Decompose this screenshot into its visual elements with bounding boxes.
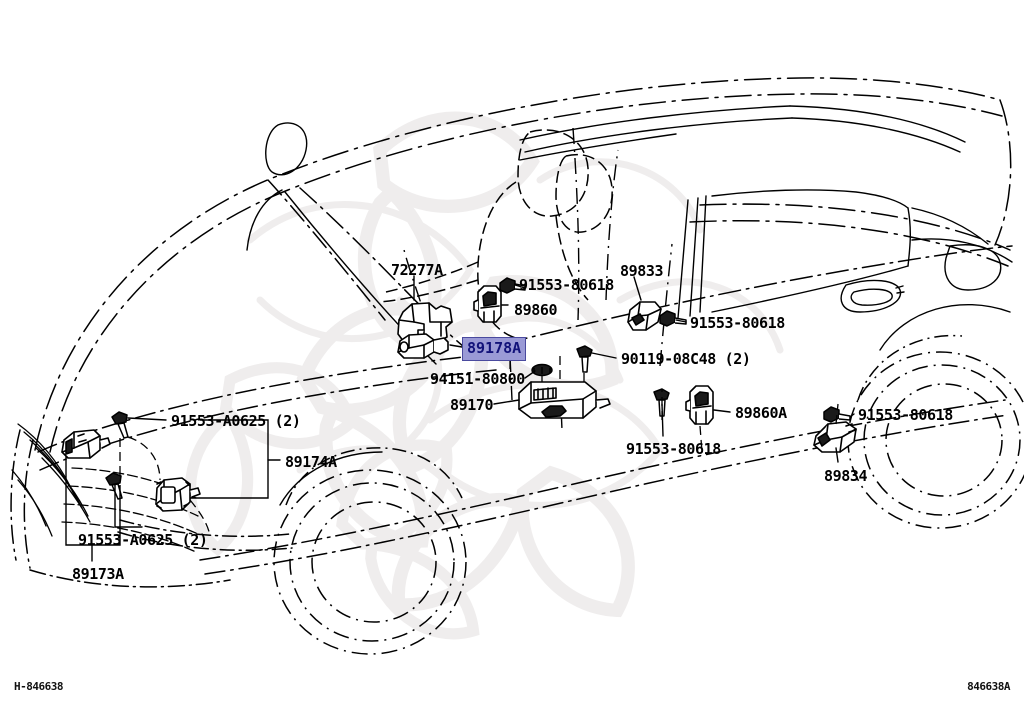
part-icon-89833 bbox=[627, 301, 662, 331]
footer-right-code: 846638A bbox=[967, 680, 1010, 693]
front-end-detail bbox=[11, 423, 199, 553]
part-icon-bolt-a0625-upper bbox=[111, 411, 129, 439]
callout-89178a[interactable]: 89178A bbox=[462, 337, 527, 361]
part-icon-89173a bbox=[61, 429, 111, 459]
callout-94151-80800: 94151-80800 bbox=[430, 370, 525, 388]
callout-89860a: 89860A bbox=[735, 404, 787, 422]
part-icon-nut-94151 bbox=[531, 363, 553, 377]
callout-90119-08c48: 90119-08C48 (2) bbox=[621, 350, 751, 368]
part-icon-89834 bbox=[813, 421, 857, 453]
callout-91553-a0625-lower: 91553-A0625 (2) bbox=[78, 531, 208, 549]
callout-72277a: 72277A bbox=[391, 261, 443, 279]
part-icon-89174a bbox=[155, 477, 201, 512]
part-icon-72277a bbox=[397, 302, 453, 345]
grouping-brackets bbox=[65, 419, 269, 546]
callout-91553-a0625-upper: 91553-A0625 (2) bbox=[171, 412, 301, 430]
callout-91553-80618-quarter: 91553-80618 bbox=[858, 406, 953, 424]
callout-89170: 89170 bbox=[450, 396, 494, 414]
callout-91553-80618-bpillar: 91553-80618 bbox=[690, 314, 785, 332]
part-icon-bolt-quarter bbox=[823, 406, 851, 423]
part-icon-89860 bbox=[473, 285, 502, 323]
callout-89173a: 89173A bbox=[72, 565, 124, 583]
part-icon-89860a bbox=[685, 385, 714, 425]
part-icon-89170 bbox=[518, 381, 611, 419]
part-locator-lines bbox=[119, 356, 839, 537]
callout-89174a: 89174A bbox=[285, 453, 337, 471]
part-icon-89178a bbox=[397, 333, 449, 359]
callout-89860: 89860 bbox=[514, 301, 558, 319]
callout-89834: 89834 bbox=[824, 467, 868, 485]
part-icon-bolt-seat bbox=[499, 277, 526, 294]
callout-91553-80618-rear: 91553-80618 bbox=[626, 440, 721, 458]
leader-lines bbox=[91, 275, 855, 562]
callout-89833: 89833 bbox=[620, 262, 664, 280]
callout-91553-80618-seat: 91553-80618 bbox=[519, 276, 614, 294]
part-icon-bolt-bpillar bbox=[659, 310, 687, 327]
part-icon-bolt-90119 bbox=[576, 345, 593, 373]
car-body-outline bbox=[10, 77, 1013, 588]
footer-left-code: H-846638 bbox=[14, 680, 63, 693]
